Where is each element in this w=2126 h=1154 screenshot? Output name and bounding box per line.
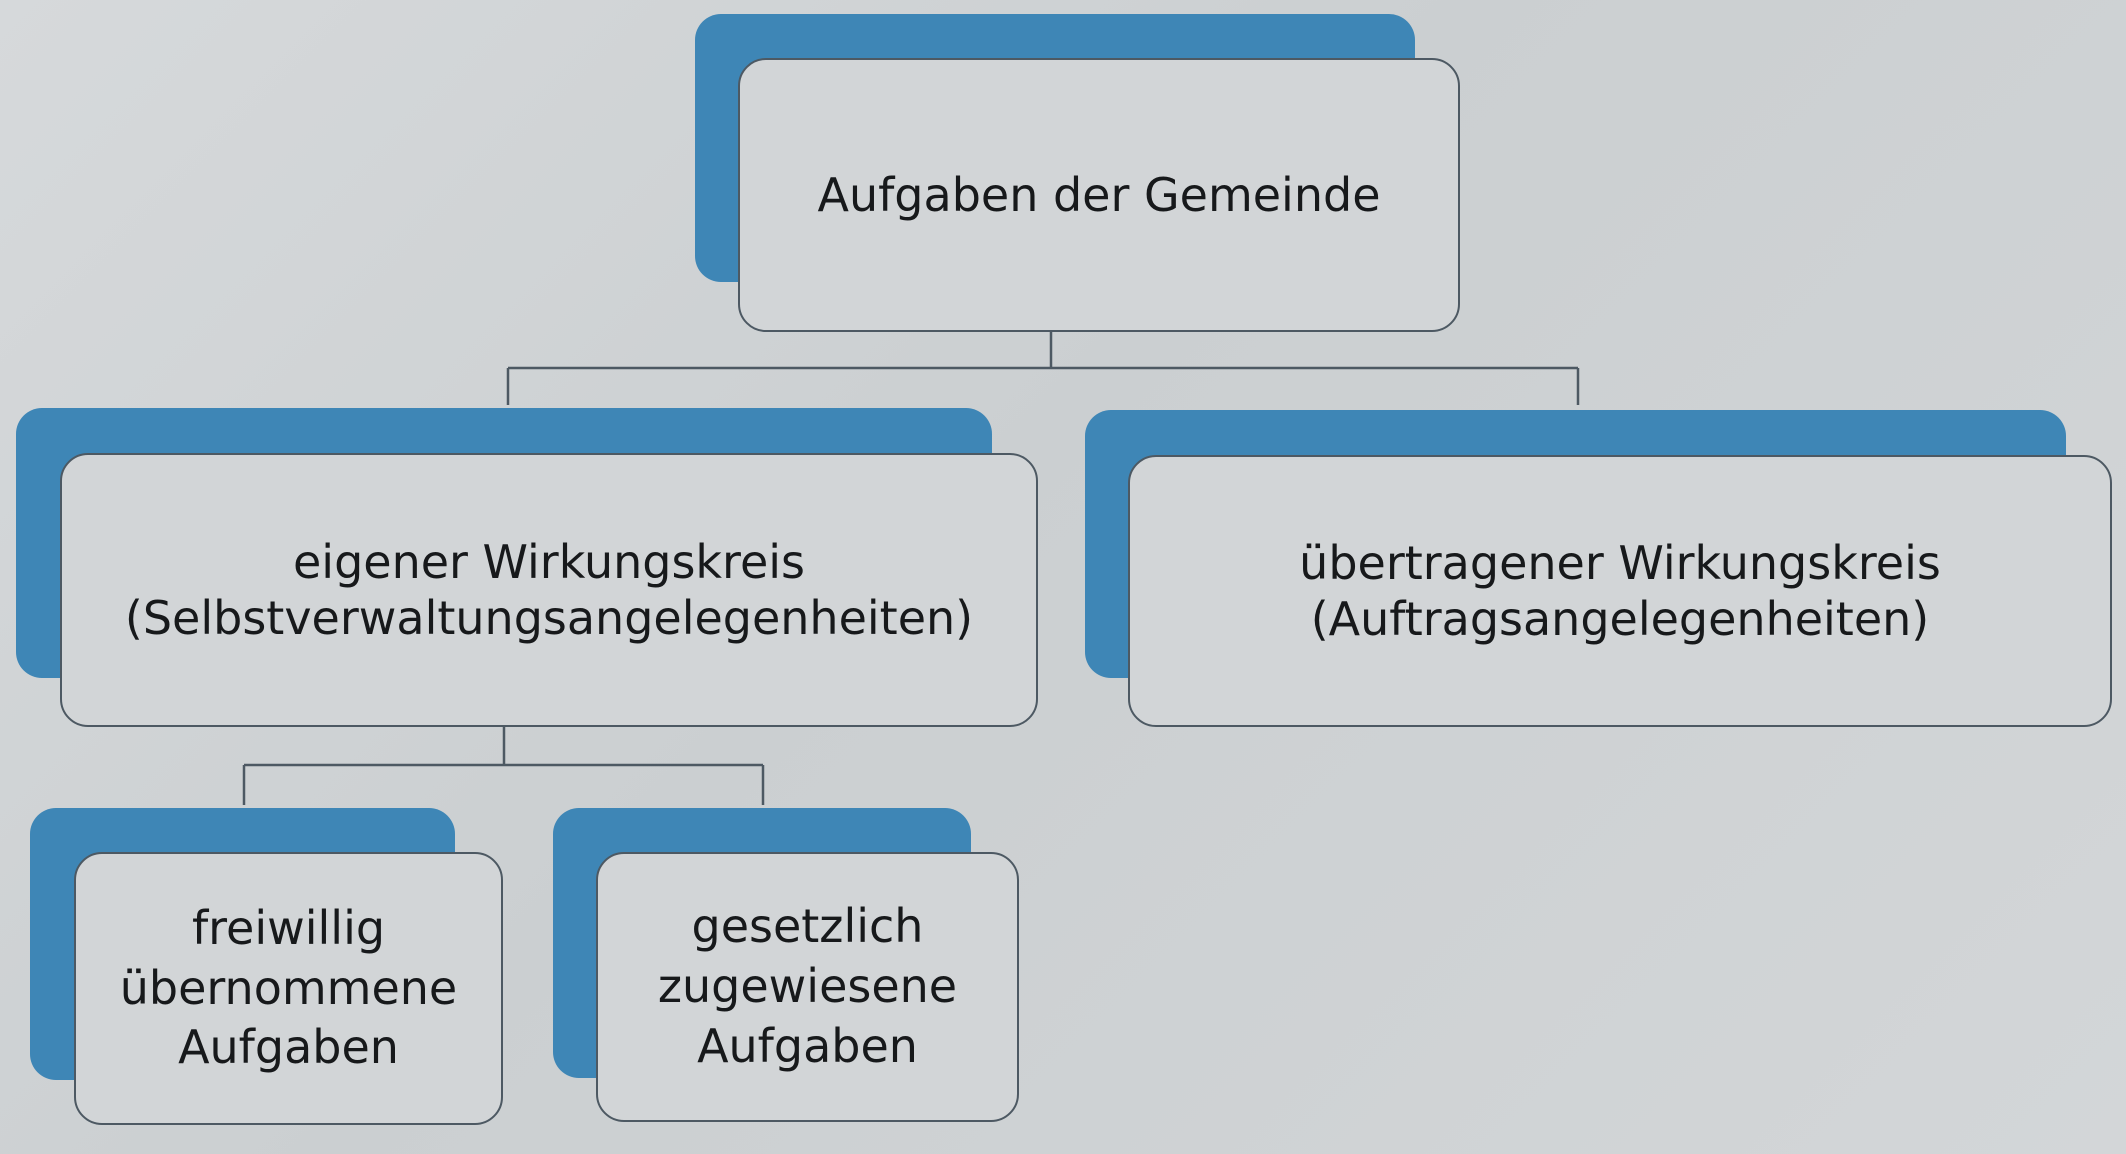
node-root-box: Aufgaben der Gemeinde <box>738 58 1460 332</box>
node-gesetzlich-label: gesetzlich zugewiesene Aufgaben <box>657 899 958 1073</box>
node-gesetzlich-box: gesetzlich zugewiesene Aufgaben <box>596 852 1019 1122</box>
node-freiwillig-label: freiwillig übernommene Aufgaben <box>119 900 458 1075</box>
node-uebertragener-box: übertragener Wirkungskreis (Auftragsange… <box>1128 455 2112 727</box>
node-eigener-label: eigener Wirkungskreis (Selbstverwaltungs… <box>124 534 974 645</box>
node-uebertragener-label: übertragener Wirkungskreis (Auftragsange… <box>1299 535 1941 646</box>
node-eigener-box: eigener Wirkungskreis (Selbstverwaltungs… <box>60 453 1038 727</box>
node-freiwillig-box: freiwillig übernommene Aufgaben <box>74 852 503 1125</box>
node-root-label: Aufgaben der Gemeinde <box>817 167 1381 222</box>
